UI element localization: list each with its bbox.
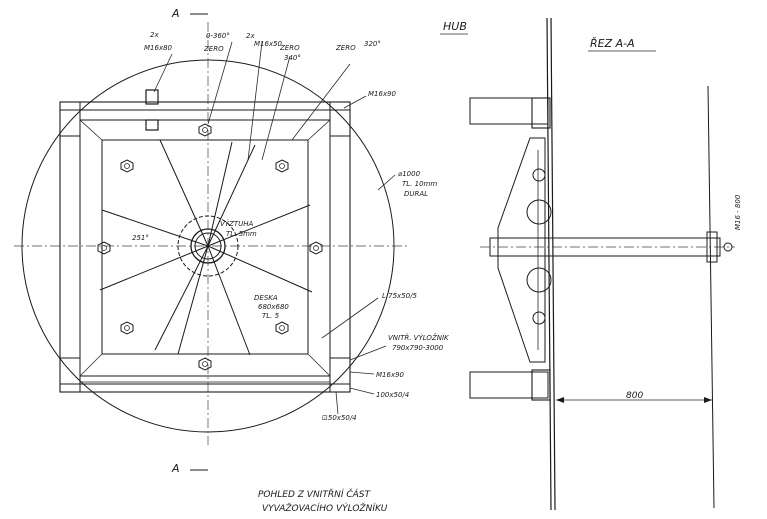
label-dim-800: 800: [626, 391, 643, 401]
hub-inner: [194, 232, 222, 260]
label-disc-thk: TL. 10mm: [402, 180, 437, 188]
label-hub-note-1: VÝZTUHA: [220, 219, 254, 228]
hub-outer: [190, 228, 226, 264]
hex-nuts: [97, 123, 323, 371]
upper-bracket: [531, 97, 551, 129]
label-hub-note-2: TL. 5mm: [226, 230, 257, 238]
label-disc-mat: DURAL: [404, 190, 428, 198]
section-a-bottom-label: A: [171, 462, 180, 475]
shaft-nut: [706, 231, 718, 263]
label-bolt-top-qty: 2x: [150, 31, 159, 39]
corner-post-tl: [59, 101, 81, 137]
plate-left-edge: [546, 17, 552, 511]
label-bolt-m16x90-bot: M16x90: [376, 371, 405, 379]
dim-arrow-right: [704, 397, 712, 403]
label-frame-2: 790x790-3000: [392, 344, 444, 352]
label-deg-320: 320°: [364, 40, 381, 48]
inner-frame: [79, 119, 331, 377]
label-zero: ZERO: [203, 45, 224, 53]
label-frame-1: VNITŘ. VÝLOŽNÍK: [388, 333, 450, 342]
chamfer-bl: [79, 353, 103, 377]
chamfer-tr: [307, 119, 331, 141]
caption-line-2: VYVAŽOVACÍHO VÝLOŽNÍKU: [262, 502, 388, 514]
top-bolt-head: [145, 89, 159, 105]
gusset-hole-2: [526, 199, 552, 225]
hub-ring: [177, 215, 239, 277]
section-title: ŘEZ A-A: [590, 37, 635, 50]
caption-line-1: POHLED Z VNITŘNÍ ČÁST: [258, 488, 371, 500]
stiffener-spokes: [99, 139, 313, 356]
gusset-hole-3: [526, 267, 552, 293]
gusset-hole-4: [532, 311, 546, 325]
rod-line: [707, 85, 715, 509]
dim-arrow-left: [556, 397, 564, 403]
chamfer-br: [307, 353, 331, 377]
label-bolt-2x: 2x: [246, 32, 255, 40]
upper-beam: [469, 97, 549, 125]
leader-lines: [153, 41, 396, 415]
left-view: A A 2x M16x80 0-360° ZERO 2x M16x50 ZERO…: [14, 7, 450, 514]
label-angle-profile: L 75x50/5: [382, 292, 417, 300]
outer-frame: [59, 101, 351, 393]
corner-post-br: [329, 357, 351, 393]
label-zero-340: ZERO: [279, 44, 300, 52]
plate-right-edge: [550, 17, 556, 511]
label-bolt-m16x90-top: M16x90: [368, 90, 397, 98]
label-bolt-top-size: M16x80: [144, 44, 173, 52]
label-plate-1: DESKA: [254, 294, 278, 302]
label-bolt-m16x50: M16x50: [254, 40, 283, 48]
label-plate-3: TL. 5: [262, 312, 280, 320]
gusset-hole-1: [532, 168, 546, 182]
label-plate-2: 680x680: [258, 303, 289, 311]
label-disc-dia: ⌀1000: [398, 170, 421, 178]
label-rod: M16 - 800: [734, 194, 742, 230]
label-tube-50: ⊡50x50/4: [322, 414, 357, 422]
label-zero-320: ZERO: [335, 44, 356, 52]
lower-bracket: [531, 369, 551, 401]
label-angle-251: 251°: [132, 234, 149, 242]
label-tube-100: 100x50/4: [376, 391, 409, 399]
label-deg-340: 340°: [284, 54, 301, 62]
corner-post-tr: [329, 101, 351, 137]
hub-label: HUB: [443, 20, 467, 33]
top-bolt-nut: [145, 119, 159, 131]
section-a-top-label: A: [171, 7, 180, 20]
chamfer-tl: [79, 119, 103, 141]
section-view: HUB ŘEZ A-A M16 - 800 800: [440, 17, 742, 511]
label-angle-range: 0-360°: [206, 32, 230, 40]
gusset-plate: [497, 137, 546, 363]
shaft-eye: [723, 242, 733, 252]
lower-beam: [469, 371, 549, 399]
